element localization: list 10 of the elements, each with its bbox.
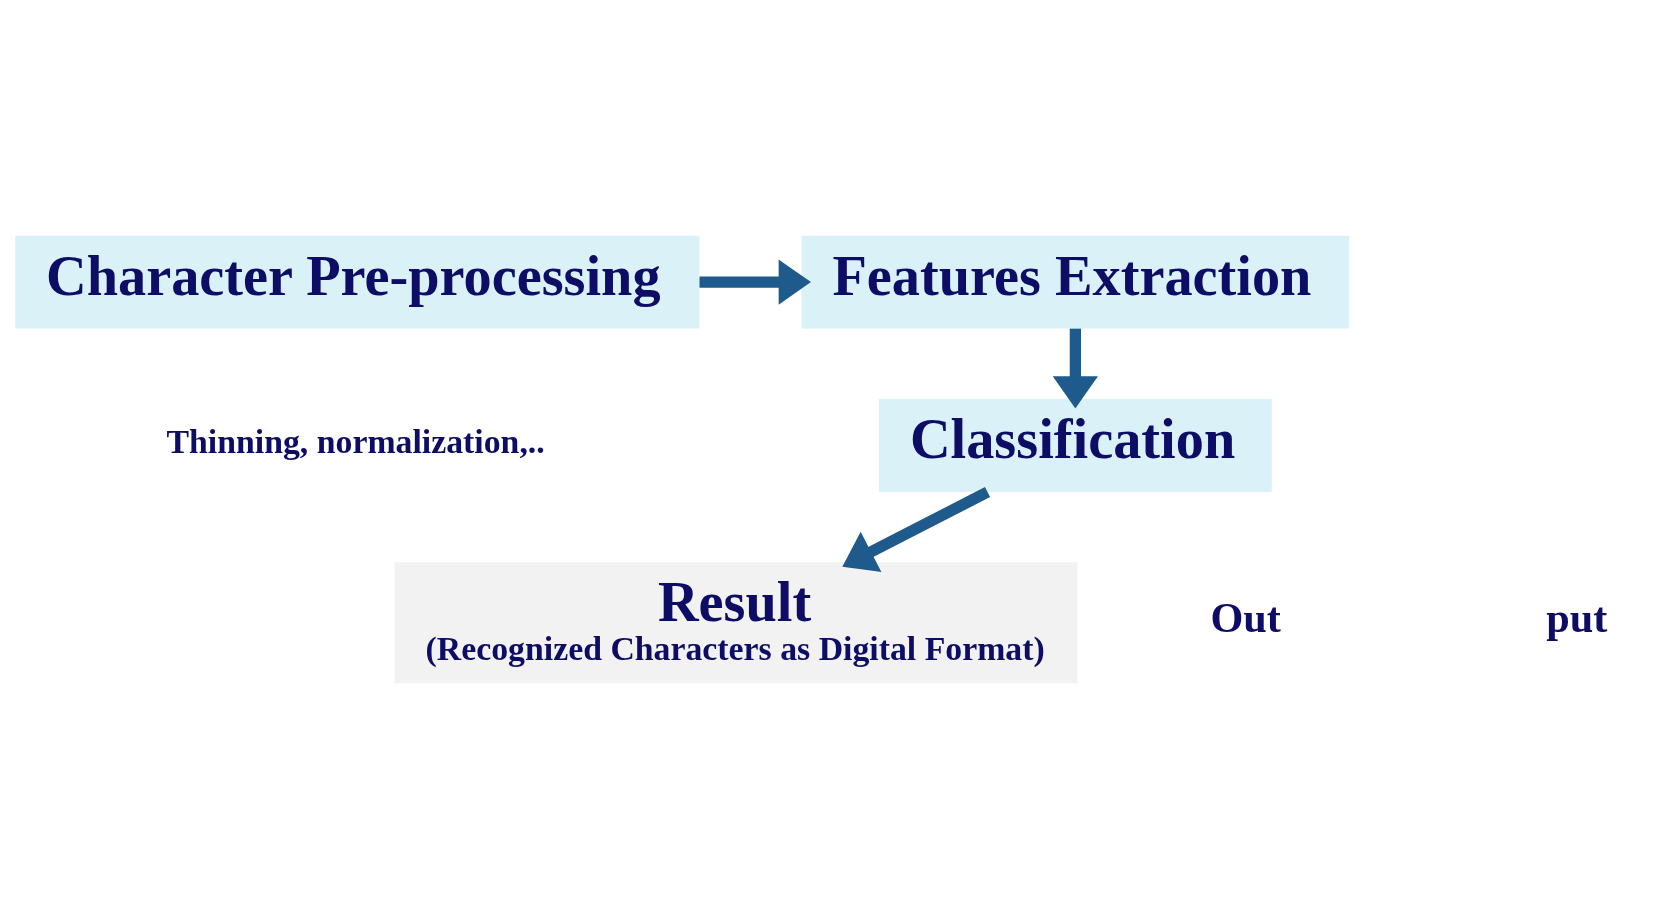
node-box: Character Pre-processing — [15, 235, 700, 329]
node-box: Result (Recognized Characters as Digital Format) — [394, 561, 1078, 683]
label: put — [1546, 593, 1608, 641]
label: Out — [1210, 593, 1281, 641]
node-box: Classification — [878, 398, 1272, 492]
arrow — [699, 258, 811, 305]
node-box: Features Extraction — [801, 235, 1350, 329]
arrow — [1052, 328, 1098, 408]
node-label: Thinning, normalization,.. — [166, 422, 545, 460]
arrow — [842, 486, 991, 572]
